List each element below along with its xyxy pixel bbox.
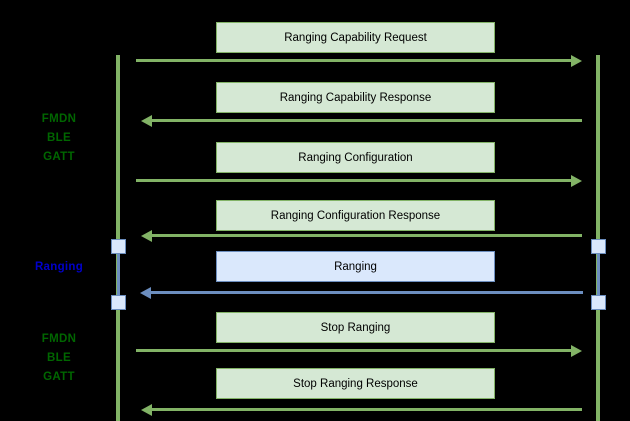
message-arrow-line-stop-ranging-response [152,408,582,412]
phase-label-fmdn-ble-gatt-bottom: FMDN BLE GATT [41,333,77,383]
message-box-ranging-configuration-response: Ranging Configuration Response [216,200,495,231]
activation-node-right-bottom [591,295,606,310]
activation-node-right-top [591,239,606,254]
message-box-ranging-capability-response: Ranging Capability Response [216,82,495,113]
activation-bar-left [117,246,120,302]
message-box-ranging-configuration: Ranging Configuration [216,142,495,173]
arrow-head-right-icon [571,55,582,67]
activation-bar-right [597,246,600,302]
phase-label-fmdn-ble-gatt-top: FMDN BLE GATT [41,113,77,163]
message-arrow-line-stop-ranging [136,349,571,353]
arrow-head-left-icon [140,287,151,299]
arrow-head-right-icon [571,175,582,187]
arrow-head-left-icon [141,404,152,416]
activation-node-left-bottom [111,295,126,310]
lifeline-right [596,55,600,421]
message-arrow-line-ranging-configuration [136,179,571,183]
message-box-stop-ranging: Stop Ranging [216,312,495,343]
message-box-ranging: Ranging [216,251,495,282]
message-arrow-line-ranging-capability-request [136,59,571,63]
activation-node-left-top [111,239,126,254]
arrow-head-left-icon [141,230,152,242]
message-arrow-line-ranging-configuration-response [152,234,582,238]
phase-label-ranging: Ranging [34,261,84,273]
message-box-ranging-capability-request: Ranging Capability Request [216,22,495,53]
arrow-head-left-icon [141,115,152,127]
message-arrow-line-ranging [151,291,583,295]
message-arrow-line-ranging-capability-response [152,119,582,123]
lifeline-left [116,55,120,421]
arrow-head-right-icon [571,345,582,357]
message-box-stop-ranging-response: Stop Ranging Response [216,368,495,399]
